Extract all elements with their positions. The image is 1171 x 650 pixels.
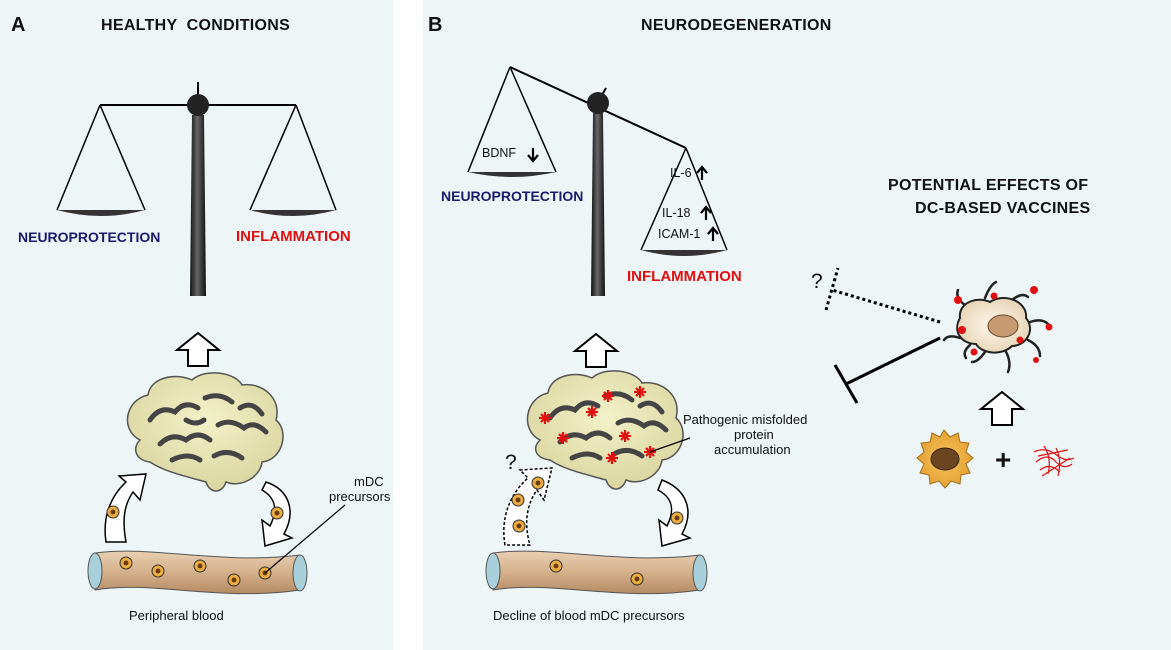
brain-icon [526,370,684,490]
scale-pan-left [57,210,145,216]
panel-a-title: HEALTHY CONDITIONS [101,17,291,34]
neuroprotection-label-a: NEUROPROTECTION [18,229,161,245]
scale-pillar [190,115,206,296]
scale-pan-right [641,250,727,256]
mdc-label-line1: mDC [354,474,384,489]
misfolded-pointer-line [649,437,691,453]
mdc-label-line2: precursors [329,489,391,504]
curved-arrow-up-icon [104,473,147,543]
cytokine-il18: IL-18 [662,206,691,220]
curved-arrow-up-dashed-icon [503,467,553,546]
inflammation-label-a: INFLAMMATION [236,228,351,245]
brain-icon [126,372,284,492]
blood-label-a: Peripheral blood [129,608,224,623]
balance-scale-a [56,82,337,296]
misfolded-label-line2: protein [734,427,774,442]
blood-vessel [485,550,708,595]
scale-pivot [187,94,209,116]
up-arrow-icon [978,390,1026,426]
arrow-down-icon [527,148,539,163]
panel-letter-a: A [11,14,26,36]
neuroprotection-label-b: NEUROPROTECTION [441,188,584,204]
blood-label-b: Decline of blood mDC precursors [493,608,685,623]
vaccine-title-line2: DC-BASED VACCINES [915,200,1091,217]
misfolded-label-line3: accumulation [714,442,791,457]
panel-letter-b: B [428,14,443,36]
inflammation-label-b: INFLAMMATION [627,268,742,285]
bdnf-label: BDNF [482,146,517,160]
scale-pan-left [468,172,556,177]
question-mark-migration: ? [505,451,517,474]
inhibition-dashed-line [824,267,941,324]
question-mark-vaccine: ? [811,270,823,293]
up-arrow-icon [572,332,620,368]
protein-aggregate [539,386,656,464]
arrow-up-icon [696,165,719,241]
balance-scale-b [467,66,728,296]
cytokine-icam1: ICAM-1 [658,227,701,241]
misfolded-protein-icon [1033,445,1075,477]
scale-pan-right [250,210,336,216]
blood-vessel [87,550,308,595]
misfolded-label-line1: Pathogenic misfolded [683,412,808,427]
plus-icon: + [995,444,1012,475]
vaccine-title-line1: POTENTIAL EFFECTS OF [888,177,1089,194]
mdc-pointer-line [264,504,346,574]
inhibition-line [833,336,941,404]
scale-pillar [591,113,605,296]
mdc-cell [106,505,284,520]
panel-b-title: NEURODEGENERATION [641,17,832,34]
cytokine-il6: IL-6 [670,166,692,180]
up-arrow-icon [174,331,222,367]
scale-pivot [587,92,609,114]
dendritic-cell-icon [942,280,1053,374]
monocyte-icon [916,429,974,489]
